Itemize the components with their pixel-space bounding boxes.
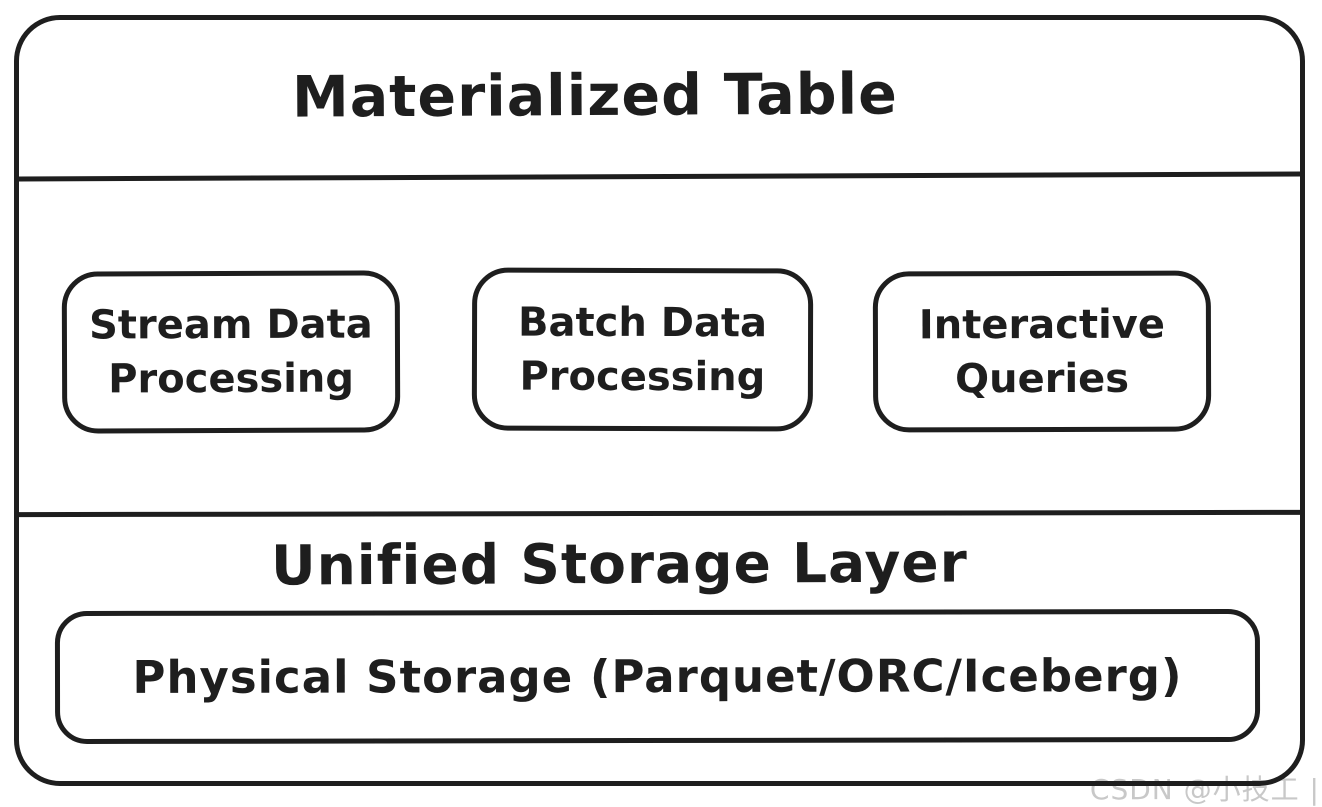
compute-box-label: Interactive Queries: [918, 301, 1166, 402]
compute-box-batch-data-processing: Batch Data Processing: [471, 267, 814, 432]
physical-storage-box: Physical Storage (Parquet/ORC/Iceberg): [54, 608, 1261, 745]
storage-layer-title: Unified Storage Layer: [270, 530, 969, 598]
physical-storage-label: Physical Storage (Parquet/ORC/Iceberg): [132, 649, 1183, 704]
compute-box-label: Stream Data Processing: [88, 301, 373, 403]
storage-title-band: Unified Storage Layer: [14, 516, 1305, 612]
outer-frame: [14, 15, 1305, 786]
compute-box-label: Batch Data Processing: [517, 299, 768, 400]
title-band: Materialized Table: [14, 17, 1305, 175]
diagram-title: Materialized Table: [291, 61, 898, 131]
compute-box-stream-data-processing: Stream Data Processing: [61, 270, 401, 434]
compute-box-interactive-queries: Interactive Queries: [872, 270, 1212, 433]
